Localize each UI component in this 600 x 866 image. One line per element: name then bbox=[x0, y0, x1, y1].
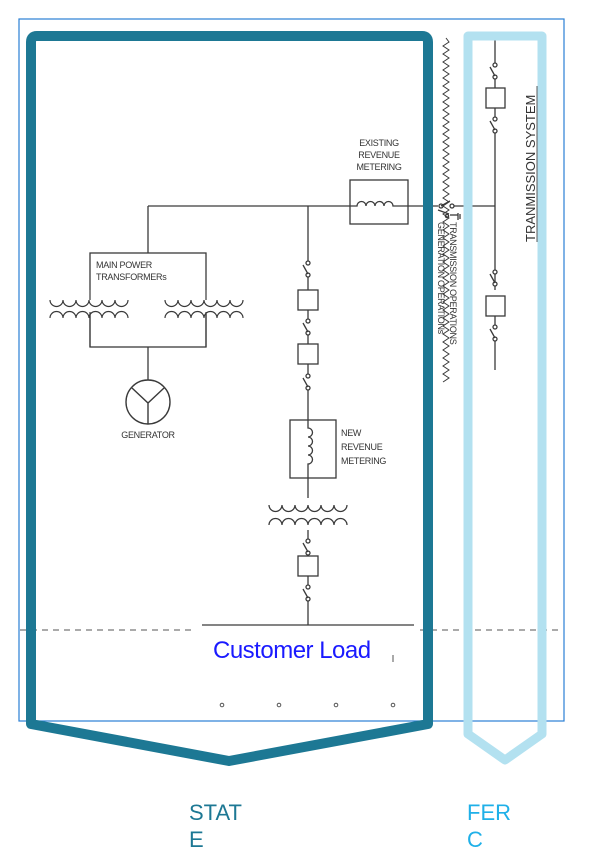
existing-metering-label-1: EXISTING bbox=[359, 138, 399, 148]
wavy-boundary-line bbox=[442, 37, 450, 383]
breaker-icon bbox=[297, 289, 319, 311]
terminal-points bbox=[219, 702, 396, 708]
feeder-devices bbox=[268, 260, 348, 602]
disconnect-switch-icon bbox=[302, 584, 311, 602]
new-metering-label-3: METERING bbox=[341, 456, 386, 466]
disconnect-switch-icon bbox=[489, 62, 498, 80]
wiring bbox=[89, 38, 496, 626]
transformer-primary-right bbox=[164, 299, 244, 308]
diagram-frame bbox=[18, 18, 565, 722]
ferc-region-outline bbox=[463, 31, 547, 765]
disconnect-switch-icon bbox=[302, 538, 311, 556]
transformer-primary-left bbox=[49, 299, 129, 308]
coil-icon bbox=[307, 420, 314, 478]
new-metering-label-1: NEW bbox=[341, 428, 362, 438]
generator: GENERATOR bbox=[121, 379, 176, 440]
disconnect-switch-icon bbox=[489, 269, 498, 287]
existing-metering-label-3: METERING bbox=[356, 162, 401, 172]
new-metering-label-2: REVENUE bbox=[341, 442, 383, 452]
breaker-icon bbox=[297, 343, 319, 365]
ground-icon bbox=[450, 213, 461, 220]
disconnect-switch-icon bbox=[302, 318, 311, 336]
state-region-outline bbox=[26, 31, 433, 766]
disconnect-switch-icon bbox=[302, 260, 311, 278]
new-revenue-metering-box bbox=[289, 419, 337, 479]
coil-icon bbox=[350, 200, 408, 207]
breaker-icon bbox=[485, 295, 506, 317]
disconnect-switch-icon bbox=[489, 116, 498, 134]
main-power-transformers: MAIN POWER TRANSFORMERs bbox=[48, 260, 246, 347]
mpt-label-1: MAIN POWER bbox=[96, 260, 153, 270]
transmission-system-label: TRANMISSION SYSTEM bbox=[523, 95, 538, 242]
disconnect-switch-icon bbox=[302, 373, 311, 391]
mpt-label-2: TRANSFORMERs bbox=[96, 272, 167, 282]
customer-transformer-icon bbox=[268, 504, 348, 526]
existing-metering-label-2: REVENUE bbox=[358, 150, 400, 160]
generation-operations-label: GENERATION OPERATIONs bbox=[436, 222, 446, 335]
disconnect-switch-icon bbox=[489, 324, 498, 342]
transformer-secondary-right bbox=[164, 310, 244, 319]
breaker-icon bbox=[485, 87, 506, 109]
breaker-icon bbox=[297, 555, 319, 577]
customer-load-label: Customer Load bbox=[213, 637, 371, 664]
existing-revenue-metering: EXISTING REVENUE METERING bbox=[349, 138, 409, 225]
transformer-secondary-left bbox=[49, 310, 129, 319]
generator-label: GENERATOR bbox=[121, 430, 175, 440]
transmission-operations-label: TRANSMISSION OPERATIONS bbox=[448, 222, 458, 345]
